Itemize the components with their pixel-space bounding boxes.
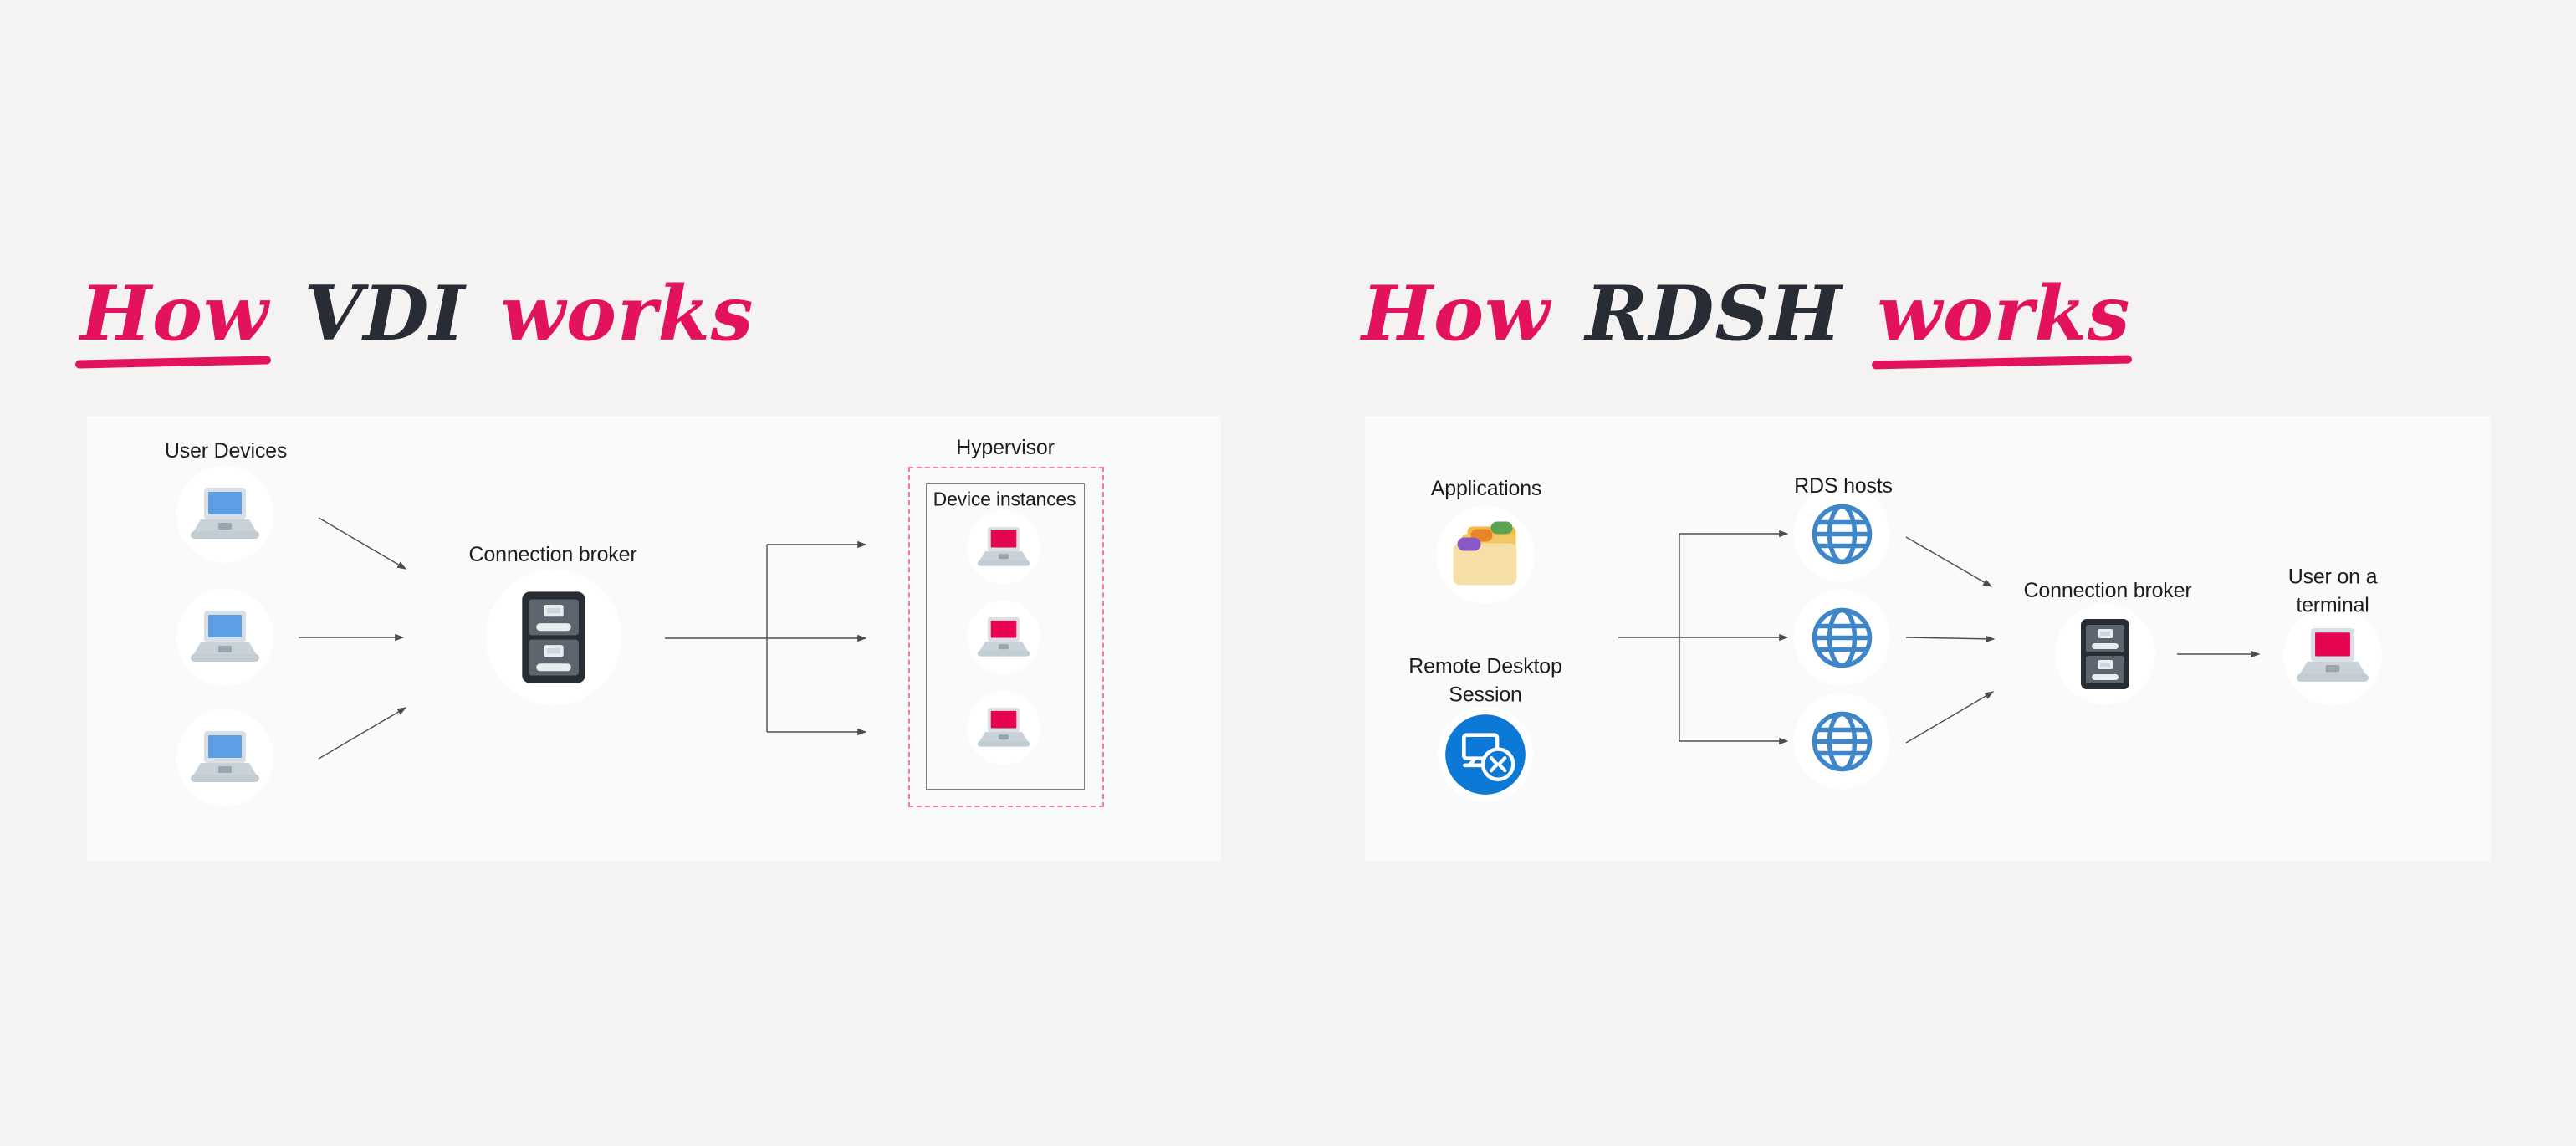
- rds-host-3: [1793, 693, 1890, 790]
- rdsh-title-how: How: [1362, 269, 1551, 358]
- rdsh-title-rdsh: RDSH: [1585, 269, 1843, 358]
- rdsh-connection-broker-label: Connection broker: [2023, 579, 2192, 603]
- vdi-title-how: How: [80, 269, 269, 358]
- pink-laptop-icon: [2296, 628, 2369, 684]
- device-instances-box: [926, 483, 1085, 790]
- user-terminal-node: [2283, 606, 2382, 705]
- user-on-terminal-label: User on a terminal: [2287, 565, 2378, 616]
- rdsh-connection-broker: [2055, 604, 2155, 704]
- rds-host-2: [1793, 589, 1890, 686]
- remote-desktop-session-label: Remote Desktop Session: [1408, 654, 1562, 706]
- applications-label: Applications: [1430, 477, 1542, 501]
- vdi-diagram-panel: User Devices Connection broker Hyperviso…: [87, 416, 1221, 862]
- rdsh-title-works: works: [1877, 269, 2131, 358]
- vdi-connection-broker: [486, 570, 621, 705]
- pink-laptop-icon: [977, 708, 1030, 749]
- device-instance-2: [967, 601, 1040, 674]
- connection-broker-label: Connection broker: [468, 543, 637, 567]
- user-device-2: [176, 589, 273, 686]
- vdi-title: How VDI works: [80, 276, 754, 351]
- globe-icon: [1808, 500, 1875, 567]
- remote-desktop-icon: [1444, 714, 1526, 796]
- rdsh-title: How RDSH works: [1362, 276, 2130, 351]
- user-device-3: [176, 709, 273, 806]
- file-cabinet-icon: [521, 591, 586, 684]
- remote-desktop-session-node: [1438, 707, 1533, 802]
- device-instances-label: Device instances: [933, 488, 1076, 510]
- hypervisor-boundary: [908, 467, 1104, 807]
- rds-hosts-label: RDS hosts: [1794, 474, 1893, 499]
- folder-stack-icon: [1450, 521, 1521, 588]
- device-instance-1: [967, 510, 1040, 584]
- rdsh-diagram-panel: Applications Remote Desktop Session RDS …: [1365, 416, 2491, 862]
- user-devices-label: User Devices: [164, 439, 288, 463]
- hypervisor-label: Hypervisor: [956, 436, 1055, 460]
- pink-laptop-icon: [977, 617, 1030, 658]
- user-device-1: [176, 466, 273, 563]
- globe-icon: [1808, 604, 1875, 671]
- vdi-title-works: works: [500, 269, 754, 358]
- laptop-icon: [190, 611, 260, 664]
- rds-host-1: [1793, 485, 1890, 582]
- pink-laptop-icon: [977, 527, 1030, 568]
- globe-icon: [1808, 708, 1875, 775]
- laptop-icon: [190, 488, 260, 541]
- file-cabinet-icon: [2080, 617, 2130, 691]
- vdi-title-vdi: VDI: [304, 269, 466, 358]
- laptop-icon: [190, 731, 260, 785]
- applications-node: [1436, 505, 1535, 604]
- device-instance-3: [967, 691, 1040, 765]
